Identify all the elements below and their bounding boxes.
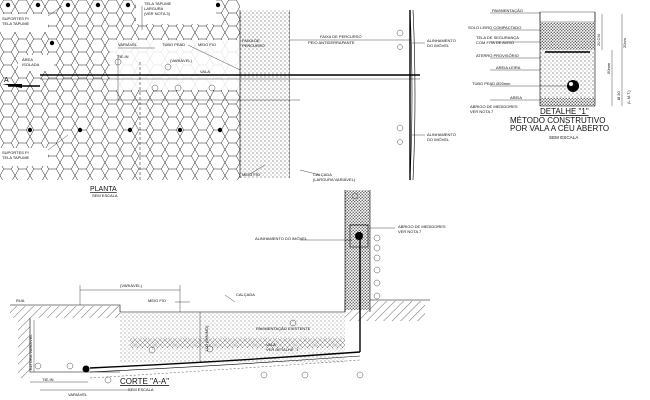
detail-layer-7: AREIA: [510, 95, 522, 100]
label-alinhamento-2: ALINHAMENTO: [427, 132, 456, 137]
detail-dim-1: 20 CM: [596, 34, 601, 46]
plan-view: TELA TAPUME LARGURA (VER NOTA 3) SUPORTE…: [0, 0, 456, 198]
label-suportes-bottom: SUPORTES P/: [2, 150, 30, 155]
detail-scale: SEM ESCALA: [549, 135, 579, 140]
label-meio-fio-top: MEIO FIO: [198, 42, 216, 47]
section-variavel-bottom: VARIÁVEL: [68, 392, 88, 397]
detail-dim-3: 50mm: [606, 62, 611, 74]
detail-subtitle-1: MÉTODO CONSTRUTIVO: [510, 116, 605, 125]
label-area: ÁREA: [22, 57, 33, 62]
section-callout-circles: [34, 192, 381, 384]
section-ver-detalhe: VER DETALHE "1": [266, 347, 300, 352]
label-alinhamento-1: ALINHAMENTO: [427, 38, 456, 43]
section-title: CORTE "A-A": [120, 377, 169, 386]
label-suportes-top-2: TELA TAPUME: [2, 21, 30, 26]
label-variavel-top: VARIÁVEL: [118, 42, 138, 47]
label-calcada-bottom: CALÇADA: [313, 172, 332, 177]
label-variavel-nota: (VER NOTA 3): [144, 11, 171, 16]
detail-layer-3b: COM FITA DE AVISO: [476, 40, 514, 45]
detail-layer-2: SOLO LEIRO COMPACTADO: [468, 25, 521, 30]
section-abrigo: ABRIGO DE MEDIDORES: [398, 224, 446, 229]
detail-1-view: PAVIMENTAÇÃO SOLO LEIRO COMPACTADO TELA …: [468, 8, 631, 140]
label-faixa-2: PERCURSO: [242, 43, 265, 48]
plan-scale: SEM ESCALA: [92, 193, 118, 198]
section-pavimento: PAVIMENTAÇÃO EXISTENTE: [256, 326, 311, 331]
label-faixa-percurso: FAIXA DE PERCURSO: [320, 34, 362, 39]
section-alinhamento: ALINHAMENTO DO IMÓVEL: [255, 236, 308, 241]
plan-callout-circles: [114, 29, 404, 145]
section-marker-a: A: [4, 77, 9, 84]
label-tubo-pead: TUBO PEAD: [162, 42, 185, 47]
detail-abrigo-2: VER NOTA 7: [470, 109, 494, 114]
section-variavel: (VARIÁVEL): [120, 283, 143, 288]
section-bore-pipe: [89, 351, 361, 369]
label-area-isolada: ISOLADA: [22, 62, 40, 67]
label-tie-in: TIE-IN: [117, 54, 129, 59]
section-calcada: CALÇADA: [236, 292, 255, 297]
label-faixa-percurso-2: PEIO ANTIDERRAPANTE: [308, 40, 355, 45]
label-faixa: FAIXA DE: [242, 38, 260, 43]
detail-layer-3: TELA DE SEGURANÇA: [476, 35, 519, 40]
label-largura: LARGURA: [144, 6, 164, 11]
detail-pipe-icon: [567, 80, 579, 92]
label-alinhamento-2b: DO IMÓVEL: [427, 137, 450, 142]
detail-subtitle-2: POR VALA A CÉU ABERTO: [510, 124, 609, 133]
section-scale: SEM ESCALA: [128, 387, 154, 392]
section-abrigo-2: VER NOTA 7: [398, 229, 422, 234]
detail-layer-1: PAVIMENTAÇÃO: [492, 8, 523, 13]
label-alinhamento-1b: DO IMÓVEL: [427, 43, 450, 48]
detail-dim-4: Ø 30: [616, 91, 621, 100]
section-rua: RUA: [16, 298, 25, 303]
plan-title: PLANTA: [90, 186, 117, 193]
label-suportes-top: SUPORTES P/: [2, 16, 30, 21]
sidewalk-band: [240, 10, 290, 178]
section-vala: VALA: [266, 342, 276, 347]
section-altura-2: 1,00 (MINIMO): [204, 325, 209, 352]
detail-layer-5: AREIA LEIRA: [496, 65, 521, 70]
detail-dim-5: (L.M.T.): [626, 90, 631, 104]
label-calcada-bottom-2: (LARGURA VARIÁVEL): [313, 177, 356, 182]
detail-abrigo: ABRIGO DE MEDIDORES: [470, 104, 518, 109]
label-suportes-bottom-2: TELA TAPUME: [2, 155, 30, 160]
detail-layer-4: ATERRO PROVISÓRIO: [476, 53, 519, 58]
label-tela-tapume: TELA TAPUME: [144, 1, 172, 6]
section-meio-fio: MEIO FIO: [148, 298, 166, 303]
label-vala: VALA: [200, 69, 210, 74]
section-altura: ALTURA VARIÁVEL: [28, 334, 33, 370]
label-meio-fio-bottom: MEIO FIO: [242, 172, 260, 177]
section-tie-in: TIE-IN: [42, 377, 54, 382]
detail-title: DETALHE "1": [540, 107, 589, 116]
detail-layer-6: TUBO PEAD Ø20mm: [472, 81, 511, 86]
detail-dim-2: 20cm: [622, 38, 627, 48]
section-aa-view: RUA (VARIÁVEL) MEIO FIO CALÇADA ALTURA V…: [10, 190, 446, 397]
label-variavel-small: (VARIÁVEL): [170, 58, 193, 63]
